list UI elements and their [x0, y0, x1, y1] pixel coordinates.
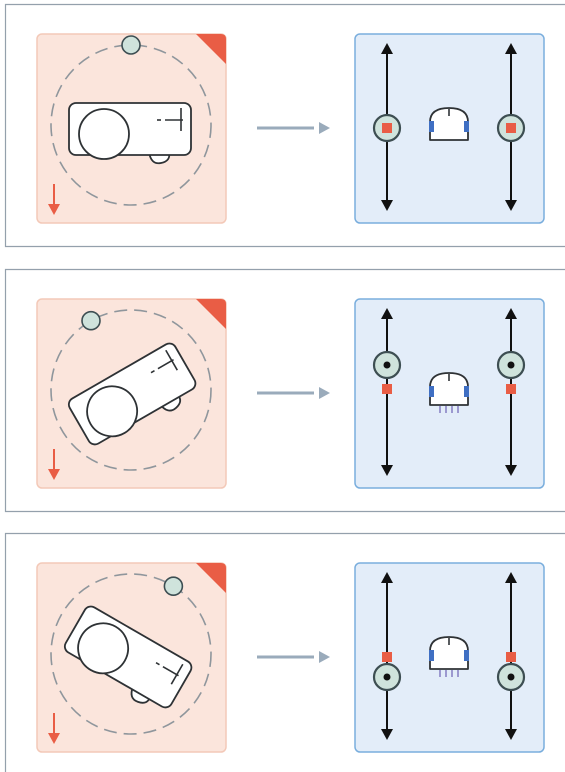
left-slider-arrow-up — [381, 43, 393, 54]
right-slider-marker — [506, 384, 516, 394]
right-slider-arrow-up — [505, 43, 517, 54]
left-slider-knob-center — [383, 361, 391, 369]
right-slider-marker — [506, 123, 516, 133]
left-slider-arrow-down — [381, 729, 393, 740]
rotation-knob — [121, 35, 141, 55]
robot-left-wheel — [429, 121, 434, 132]
left-slider-knob-center — [383, 673, 391, 681]
flow-arrow-head — [319, 651, 330, 663]
corner-flag — [196, 563, 226, 593]
left-slider-marker — [382, 652, 392, 662]
row-1 — [4, 3, 565, 248]
right-panel — [354, 33, 545, 224]
row-frame — [4, 3, 565, 248]
down-arrow-head — [48, 733, 60, 744]
right-slider-marker — [506, 652, 516, 662]
robot-body — [429, 636, 469, 670]
left-panel — [36, 562, 227, 753]
projector-lens — [78, 108, 130, 160]
right-slider-knob-center — [507, 673, 515, 681]
right-panel — [354, 562, 545, 753]
down-arrow-head — [48, 469, 60, 480]
left-panel — [36, 298, 227, 489]
right-slider-arrow-up — [505, 572, 517, 583]
down-arrow-head — [48, 204, 60, 215]
robot-left-wheel — [429, 650, 434, 661]
left-slider-arrow-up — [381, 308, 393, 319]
rotation-knob — [81, 310, 101, 331]
right-slider-arrow-down — [505, 200, 517, 211]
right-slider-arrow-down — [505, 729, 517, 740]
rotation-dashed-circle — [50, 573, 212, 735]
robot-right-wheel — [464, 386, 469, 397]
projector-vent-dash — [150, 369, 155, 374]
projector-lens — [86, 385, 139, 438]
projector-vent — [162, 665, 179, 677]
row-2 — [4, 268, 565, 513]
left-slider-arrow-down — [381, 465, 393, 476]
flow-arrow-head — [319, 387, 330, 399]
projector-vent-line — [165, 349, 178, 371]
robot-right-wheel — [464, 650, 469, 661]
robot-left-wheel — [429, 386, 434, 397]
robot-icon — [429, 636, 469, 677]
right-slider-arrow-down — [505, 465, 517, 476]
left-slider-marker — [382, 123, 392, 133]
rotation-dashed-circle — [50, 309, 212, 471]
row-3 — [4, 532, 565, 772]
right-slider-knob-center — [507, 361, 515, 369]
right-slider-arrow-up — [505, 308, 517, 319]
robot-body — [429, 107, 469, 141]
corner-flag — [196, 34, 226, 64]
left-slider-arrow-up — [381, 572, 393, 583]
robot-icon — [429, 372, 469, 413]
left-slider-marker — [382, 384, 392, 394]
rotation-dashed-circle — [50, 44, 212, 206]
projector-icon — [68, 102, 192, 165]
robot-right-wheel — [464, 121, 469, 132]
left-slider-arrow-down — [381, 200, 393, 211]
projector-vent — [157, 358, 174, 370]
robot-body — [429, 372, 469, 406]
row-frame — [4, 268, 565, 513]
row-frame — [4, 532, 565, 772]
corner-flag — [196, 299, 226, 329]
robot-icon — [429, 107, 469, 141]
projector-vent-dash — [155, 661, 160, 666]
right-panel — [354, 298, 545, 489]
projector-icon — [67, 342, 197, 446]
projector-lens — [77, 622, 130, 675]
rotation-knob — [163, 576, 184, 596]
projector-vent-line — [170, 663, 184, 685]
flow-arrow-head — [319, 122, 330, 134]
projector-icon — [63, 605, 193, 709]
left-panel — [36, 33, 227, 224]
